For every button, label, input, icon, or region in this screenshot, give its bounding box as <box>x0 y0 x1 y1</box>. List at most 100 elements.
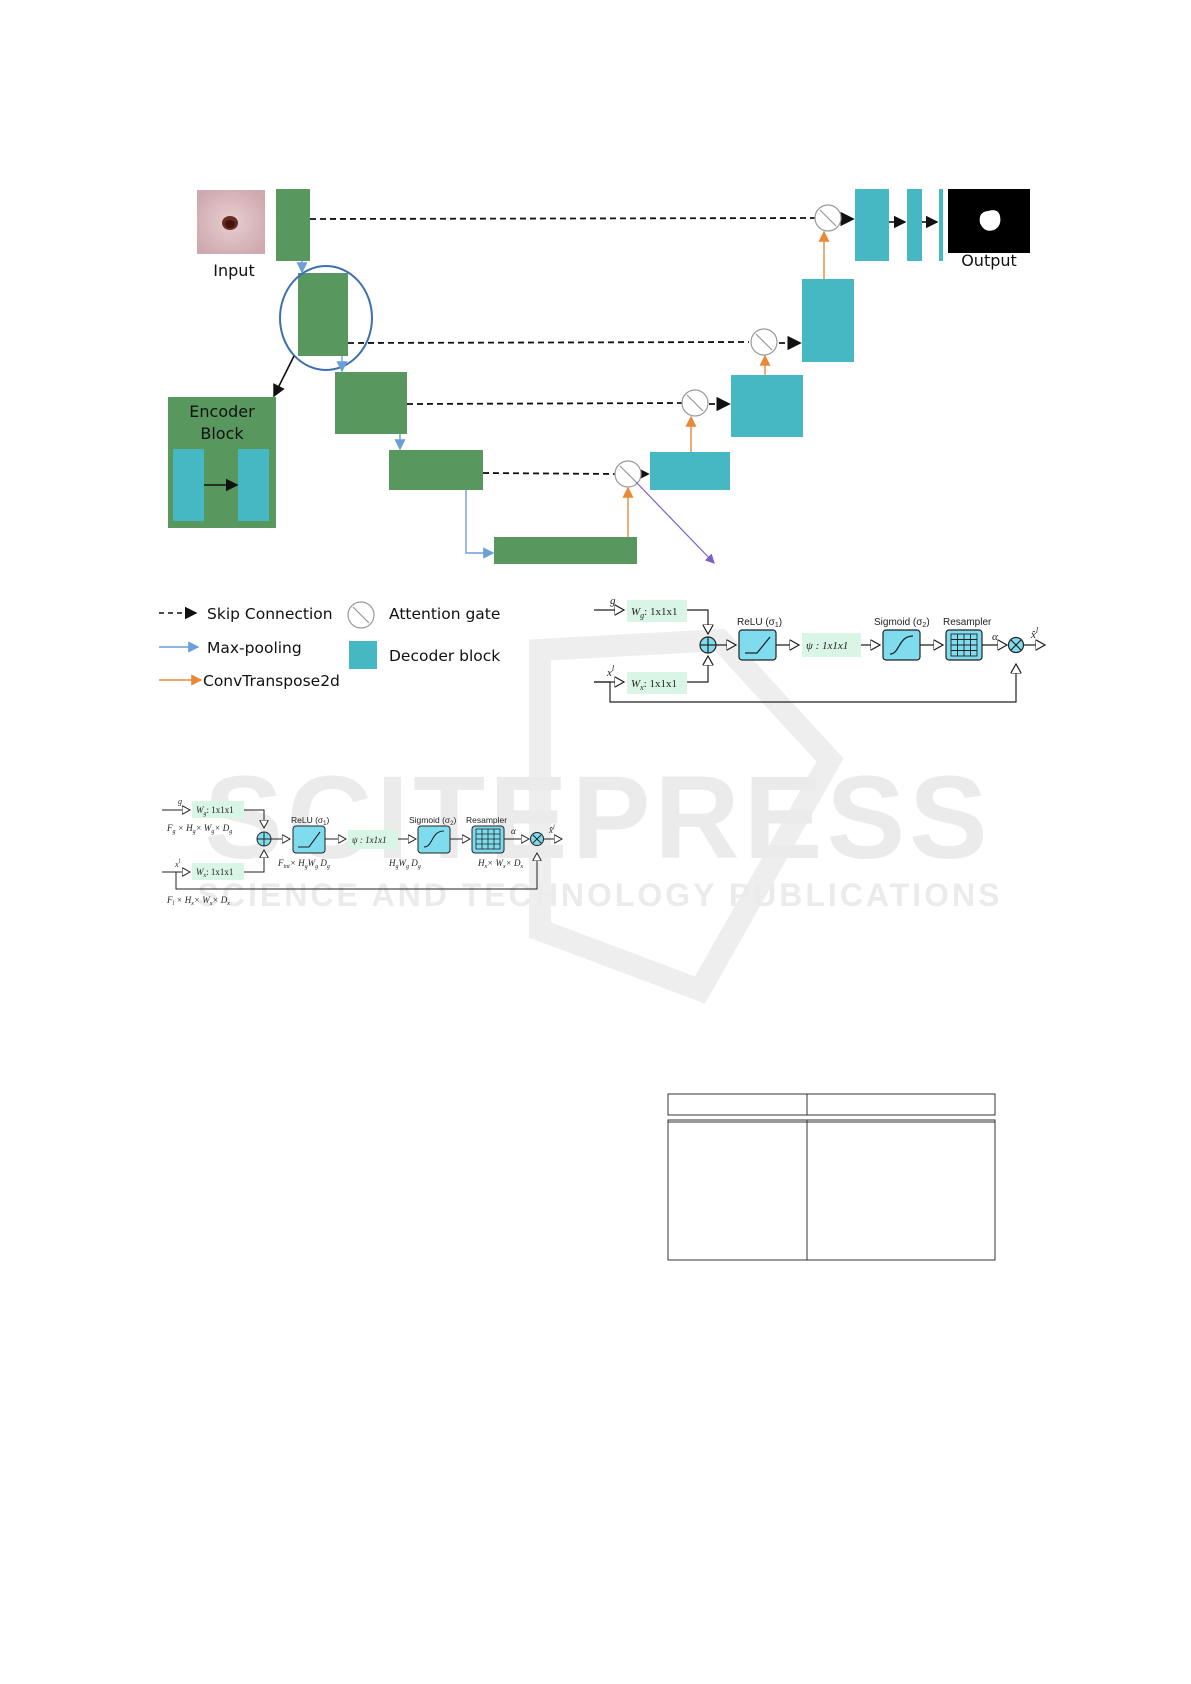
encoder-detail-conv-1 <box>173 449 204 521</box>
ag-large-wg-sub: g <box>640 611 644 620</box>
svg-text:Wx: 1x1x1: Wx: 1x1x1 <box>631 678 677 692</box>
ag-large-wx-sub: x <box>639 683 644 692</box>
decoder-block-1 <box>650 452 730 490</box>
skip-connections <box>309 211 855 482</box>
table-body <box>667 1119 996 1261</box>
ag-small-sigmoid-sub: 2 <box>450 821 454 827</box>
attention-gate-detail-small: g Wg: 1x1x1 Fg × Hg× Wg× Dg xl Wx: 1x1x1… <box>162 797 562 907</box>
ag-small-alpha: α <box>511 826 516 836</box>
ag-small-relu-icon <box>292 825 326 854</box>
decoder-block-3 <box>802 279 854 362</box>
maxpool-arrows <box>296 261 495 559</box>
architecture-diagram: Input Output Encoder Block <box>168 189 1030 564</box>
ag-large-x-sup: l <box>612 664 615 673</box>
legend-maxpool-label: Max-pooling <box>207 639 302 657</box>
ag-large-psi-box <box>802 633 861 657</box>
ag-large-sigmoid-icon <box>882 629 921 661</box>
ag-large-wg-dim: : 1x1x1 <box>644 606 677 618</box>
ag-small-dim-g: Fg × Hg× Wg× Dg <box>166 823 232 835</box>
decoder-block-4 <box>855 189 889 261</box>
attention-gate-glyphs <box>619 209 837 483</box>
encoder-detail-conv-2 <box>238 449 269 521</box>
ag-small-sigmoid: Sigmoid (σ <box>409 815 451 825</box>
ag-large-psi: ψ : 1x1x1 <box>806 640 848 652</box>
ag-small-wx-sub: x <box>203 873 207 879</box>
decoder-block-5 <box>907 189 922 261</box>
ag-small-wg-sub: g <box>204 811 207 817</box>
svg-text:Sigmoid (σ2): Sigmoid (σ2) <box>874 617 930 629</box>
legend: Skip Connection Max-pooling ConvTranspos… <box>159 601 500 690</box>
zoom-arrow <box>273 355 295 398</box>
ag-small-wg-dim: : 1x1x1 <box>207 805 234 815</box>
ag-small-x-sup: l <box>179 859 181 865</box>
encoder-block-2 <box>298 273 348 356</box>
output-label: Output <box>961 251 1017 270</box>
ag-small-relu-sub: 1 <box>323 821 327 827</box>
ag-large-xhat-sup: l <box>1036 626 1039 635</box>
encoder-block-label-2: Block <box>200 424 244 443</box>
output-mask <box>979 210 1001 231</box>
svg-text:ReLU (σ1): ReLU (σ1) <box>737 617 782 629</box>
ag-large-relu-sub: 1 <box>775 622 779 629</box>
legend-decoder-label: Decoder block <box>389 647 500 665</box>
legend-convt-label: ConvTranspose2d <box>203 672 340 690</box>
ag-large-xhat: x̂ <box>1030 629 1036 641</box>
ag-large-x: x <box>606 667 612 679</box>
ag-large-resampler: Resampler <box>943 617 992 628</box>
legend-decoder-symbol <box>349 641 377 669</box>
ag-large-g: g <box>610 595 616 607</box>
input-label: Input <box>213 261 254 280</box>
ag-small-xhat: x̂ <box>548 825 553 835</box>
bottleneck-block <box>494 537 637 564</box>
ag-small-dim-res: Hx× Wx× Dx <box>477 858 524 870</box>
ag-large-sigmoid-sub: 2 <box>922 622 926 629</box>
watermark-sub: SCIENCE AND TECHNOLOGY PUBLICATIONS <box>198 877 1003 913</box>
zoom-circle <box>279 265 373 371</box>
ag-small-resampler: Resampler <box>466 815 507 825</box>
ag-small-wg: W <box>196 805 205 815</box>
decoder-block-2 <box>731 375 803 437</box>
ag-large-relu: ReLU (σ <box>737 617 776 628</box>
ag-large-relu-icon <box>738 629 777 661</box>
encoder-block-3 <box>335 372 407 434</box>
table-header-row <box>667 1093 996 1116</box>
legend-attention-glyph <box>352 606 370 624</box>
decoder-block-6 <box>939 189 943 261</box>
encoder-block-1 <box>276 189 310 261</box>
ag-small-wx-box <box>192 863 244 880</box>
svg-text:ReLU (σ1): ReLU (σ1) <box>291 815 330 827</box>
ag-small-psi: ψ : 1x1x1 <box>352 835 387 845</box>
svg-text:Wg: 1x1x1: Wg: 1x1x1 <box>196 805 234 817</box>
legend-attention-label: Attention gate <box>389 605 500 623</box>
ag-small-wg-box <box>192 801 244 818</box>
encoder-block-4 <box>389 450 483 490</box>
ag-large-alpha: α <box>992 631 998 643</box>
ag-small-xhat-sup: l <box>553 825 555 831</box>
ag-small-x: x <box>174 860 179 869</box>
ag-large-wx: W <box>631 678 641 690</box>
ag-small-wx-dim: : 1x1x1 <box>206 867 233 877</box>
svg-text:Wx: 1x1x1: Wx: 1x1x1 <box>196 867 233 879</box>
watermark-main: SCITEPRESS <box>204 752 992 884</box>
empty-table <box>667 1093 996 1261</box>
attention-gate-detail-large: g Wg: 1x1x1 xl Wx: 1x1x1 ReLU (σ1) ψ : 1… <box>594 595 1045 703</box>
ag-small-g: g <box>178 797 182 806</box>
ag-large-wx-dim: : 1x1x1 <box>644 678 677 690</box>
watermark: SCITEPRESS SCIENCE AND TECHNOLOGY PUBLIC… <box>198 628 1003 1004</box>
svg-text:x̂l: x̂l <box>1030 626 1039 641</box>
svg-text:Sigmoid (σ2): Sigmoid (σ2) <box>409 815 457 827</box>
svg-text:Wg: 1x1x1: Wg: 1x1x1 <box>631 606 677 620</box>
ag-large-sigmoid: Sigmoid (σ <box>874 617 923 628</box>
ag-small-sigmoid-icon <box>417 825 451 854</box>
ag-large-wg-box <box>627 600 687 622</box>
ag-large-wx-box <box>627 672 687 694</box>
svg-text:xl: xl <box>174 859 181 869</box>
legend-skip-label: Skip Connection <box>207 605 333 623</box>
encoder-block-label-1: Encoder <box>189 402 255 421</box>
ag-large-wg: W <box>631 606 641 618</box>
svg-text:x̂l: x̂l <box>548 825 555 835</box>
ag-small-relu: ReLU (σ <box>291 815 324 825</box>
attention-gate-detail-pointer <box>635 481 715 564</box>
ag-small-psi-box <box>348 830 398 849</box>
